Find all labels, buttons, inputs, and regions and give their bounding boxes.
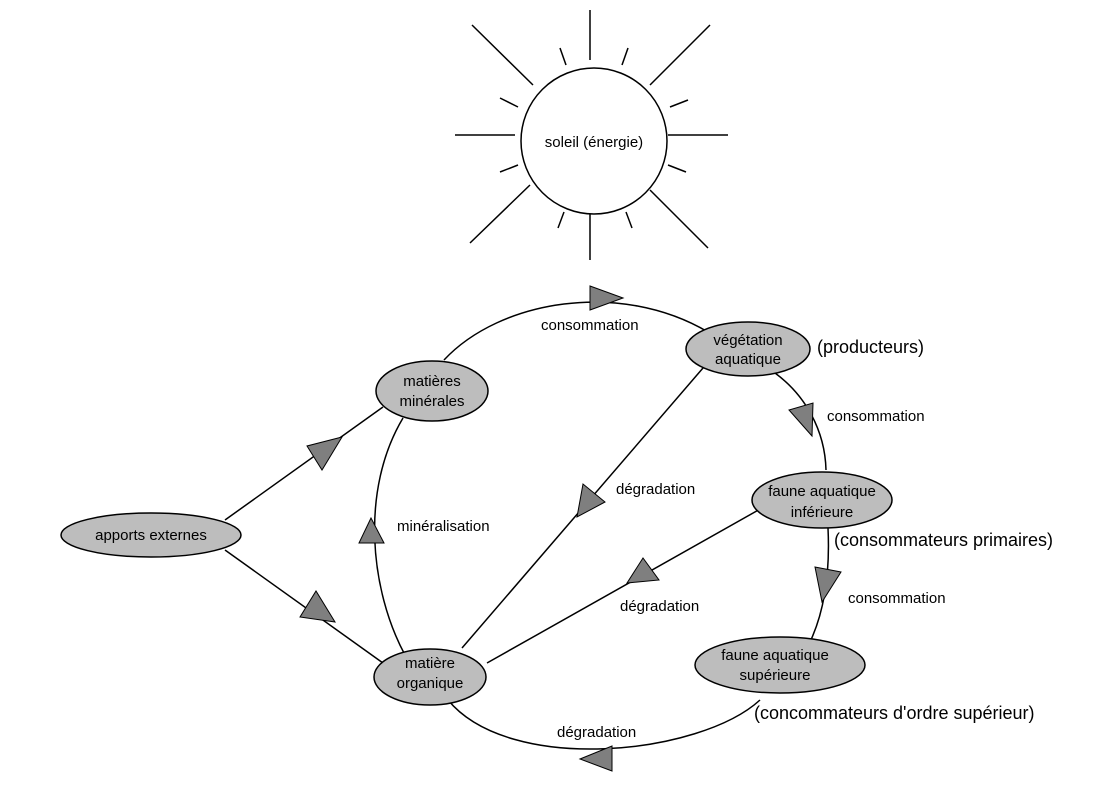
node-faune-inf-label-1: faune aquatique: [768, 483, 876, 500]
node-organique-label-2: organique: [397, 675, 464, 692]
node-matieres-minerales: matières minérales: [375, 360, 489, 422]
label-consommation-right2: consommation: [848, 590, 946, 607]
label-consommation-right1: consommation: [827, 408, 925, 425]
arrow-consommation-right1: [788, 402, 814, 438]
arrowheads: [299, 285, 842, 772]
node-apports-label: apports externes: [95, 527, 207, 544]
note-producteurs: (producteurs): [817, 337, 924, 357]
label-mineralisation: minéralisation: [397, 518, 490, 535]
label-degradation-center: dégradation: [616, 481, 695, 498]
node-faune-inferieure: faune aquatique inférieure: [751, 471, 893, 529]
edge-mineral-to-vegetation: [443, 301, 709, 361]
sun-label: soleil (énergie): [545, 134, 643, 151]
node-faune-inf-label-2: inférieure: [791, 504, 854, 521]
sun: soleil (énergie): [455, 10, 728, 260]
arrow-apports-mineral: [306, 436, 344, 471]
node-vegetation-aquatique: végétation aquatique: [685, 321, 811, 377]
edge-apports-to-mineral: [224, 406, 384, 521]
node-faune-superieure: faune aquatique supérieure: [694, 636, 866, 694]
node-mineral-label-1: matières: [403, 373, 461, 390]
arrow-consommation-right2: [814, 566, 842, 604]
edge-apports-to-organique: [224, 549, 384, 664]
node-apports-externes: apports externes: [60, 512, 242, 558]
node-mineral-label-2: minérales: [399, 393, 464, 410]
label-degradation-bottom: dégradation: [557, 724, 636, 741]
node-organique-label-1: matière: [405, 655, 455, 672]
edge-faune-inf-to-organique: [486, 507, 763, 664]
node-vegetation-label-2: aquatique: [715, 351, 781, 368]
node-faune-sup-label-1: faune aquatique: [721, 647, 829, 664]
arrow-consommation-top: [589, 285, 625, 311]
arrow-mineralisation: [358, 516, 385, 544]
label-degradation-mid: dégradation: [620, 598, 699, 615]
arrow-apports-organique: [299, 590, 336, 623]
note-consommateurs-superieurs: (concommateurs d'ordre supérieur): [754, 703, 1035, 723]
arrow-degradation-bottom: [578, 745, 613, 772]
node-faune-sup-label-2: supérieure: [740, 667, 811, 684]
sun-rays: [455, 10, 728, 260]
arrow-degradation-center: [576, 483, 606, 518]
node-matiere-organique: matière organique: [373, 648, 487, 706]
label-consommation-top: consommation: [541, 317, 639, 334]
note-consommateurs-primaires: (consommateurs primaires): [834, 530, 1053, 550]
sun-circle: [520, 67, 668, 215]
arrow-degradation-mid: [626, 557, 660, 584]
node-vegetation-label-1: végétation: [713, 332, 782, 349]
